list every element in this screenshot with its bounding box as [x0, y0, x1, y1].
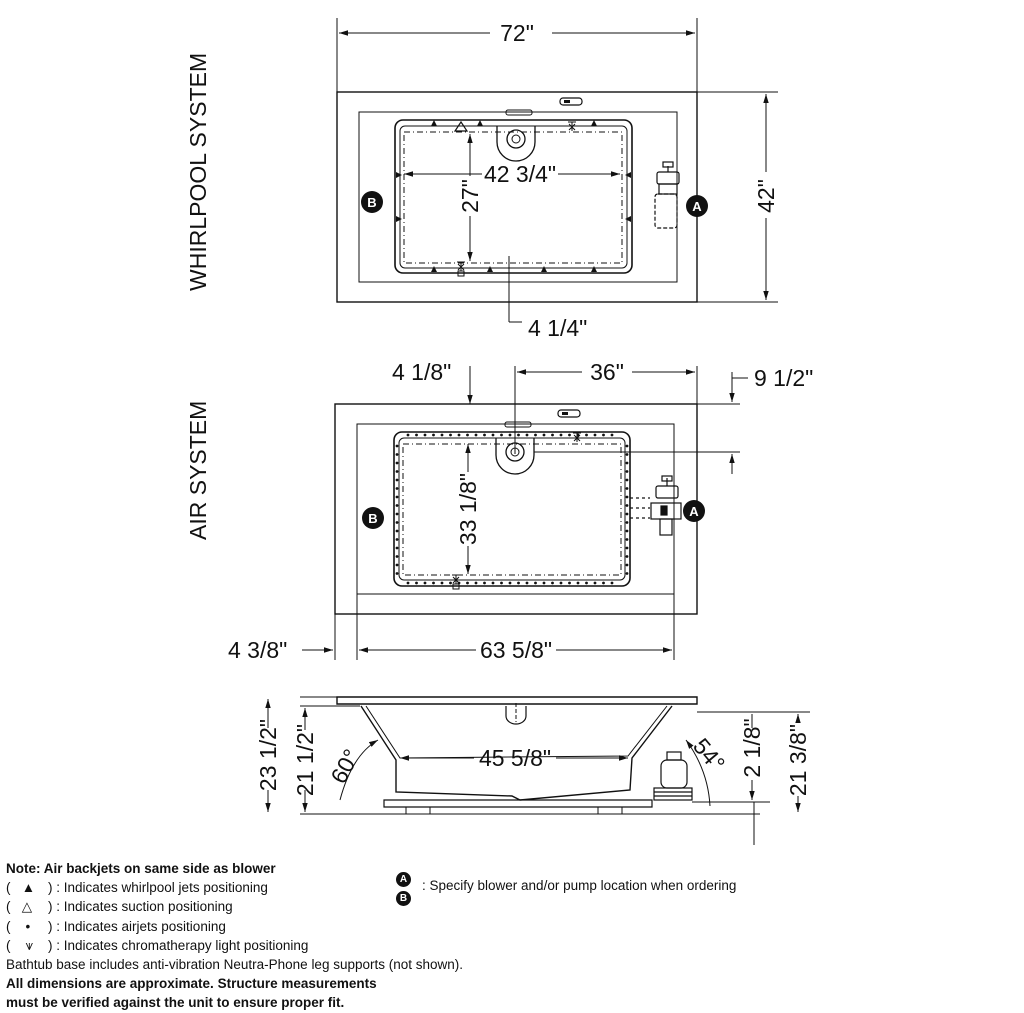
base-note: Bathtub base includes anti-vibration Neu… [6, 957, 464, 973]
dim-right-height: 21 3/8" [785, 724, 811, 796]
legend-whirlpool: ( ▲) : Indicates whirlpool jets position… [6, 880, 268, 896]
side-tub-shell [360, 705, 673, 801]
notes-block: Note: Air backjets on same side as blowe… [6, 859, 526, 1013]
dim-width: 72" [500, 20, 534, 46]
whirlpool-pump [654, 161, 680, 229]
whirlpool-view: WHIRLPOOL SYSTEM [185, 18, 779, 341]
tub-drawing: WHIRLPOOL SYSTEM [185, 18, 813, 845]
air-title: AIR SYSTEM [185, 401, 211, 540]
air-dashed-floor [402, 443, 622, 576]
marker-a-icon: A [396, 872, 411, 887]
air-control-pill [557, 409, 581, 418]
side-deck [336, 696, 698, 705]
side-base [383, 799, 653, 808]
dim-inner-depth: 27" [457, 179, 483, 213]
filled-triangle-icon: ▲ [21, 880, 36, 896]
legend-airjets: ( •) : Indicates airjets positioning [6, 918, 226, 934]
marker-b-icon: B [396, 891, 411, 906]
dim-bottom-length: 45 5/8" [479, 745, 551, 771]
whirlpool-dashed-floor [403, 131, 623, 264]
air-drain [495, 438, 535, 475]
svg-text:B: B [368, 511, 377, 526]
whirlpool-title: WHIRLPOOL SYSTEM [185, 53, 211, 291]
whirlpool-tub-bowl [394, 119, 633, 274]
air-jets [395, 433, 629, 585]
dim-air-right-offset: 9 1/2" [754, 365, 813, 391]
air-view: AIR SYSTEM [185, 359, 813, 663]
whirlpool-lights [457, 121, 576, 277]
warning-line-1: All dimensions are approximate. Structur… [6, 976, 377, 992]
legend-suction: ( △) : Indicates suction positioning [6, 899, 233, 915]
ab-note: : Specify blower and/or pump location wh… [422, 878, 737, 893]
side-view: 23 1/2" 21 1/2" 60° 45 5/8" 54° 2 1/8" 2… [255, 696, 811, 845]
air-deck-outline [334, 403, 698, 615]
svg-text:A: A [692, 199, 702, 214]
dim-angle-right: 54° [688, 733, 730, 776]
whirlpool-control-pill [559, 97, 583, 106]
whirlpool-tub-rim [358, 111, 678, 283]
legend-lights: ( ⩛) : Indicates chromatherapy light pos… [6, 937, 309, 953]
air-tub-bowl [393, 431, 631, 587]
dim-air-left-offset: 4 1/8" [392, 359, 451, 385]
air-marker-b: B [362, 507, 384, 529]
side-pump [653, 751, 693, 801]
whirlpool-suction [453, 120, 469, 132]
whirlpool-jets [396, 120, 631, 272]
dot-icon: • [25, 918, 31, 934]
dim-depth: 42" [753, 179, 779, 213]
dim-step: 2 1/8" [739, 718, 765, 777]
dim-air-inner-length: 63 5/8" [480, 637, 552, 663]
dim-inner-height: 21 1/2" [292, 724, 318, 796]
svg-text:B: B [367, 195, 376, 210]
air-tub-inner [398, 437, 626, 581]
dim-air-drain: 36" [590, 359, 624, 385]
air-blower [630, 475, 682, 536]
dim-angle-left: 60° [325, 745, 364, 788]
whirlpool-marker-a: A [686, 195, 708, 217]
light-icon: ⩛ [25, 937, 34, 953]
whirlpool-tub-inner [399, 125, 628, 269]
air-lights [452, 432, 581, 590]
svg-text:A: A [689, 504, 699, 519]
air-marker-a: A [683, 500, 705, 522]
outline-triangle-icon: △ [21, 899, 33, 915]
warning-line-2: must be verified against the unit to ens… [6, 995, 345, 1011]
whirlpool-deck-outline [336, 91, 698, 303]
dim-inner-width: 42 3/4" [484, 161, 556, 187]
notes-header: Note: Air backjets on same side as blowe… [6, 861, 276, 876]
dim-offset: 4 1/4" [528, 315, 587, 341]
whirlpool-drain [496, 126, 536, 162]
whirlpool-marker-b: B [361, 191, 383, 213]
dim-air-base-offset: 4 3/8" [228, 637, 287, 663]
dim-air-inner-depth: 33 1/8" [455, 473, 481, 545]
dim-total-height: 23 1/2" [255, 719, 281, 791]
